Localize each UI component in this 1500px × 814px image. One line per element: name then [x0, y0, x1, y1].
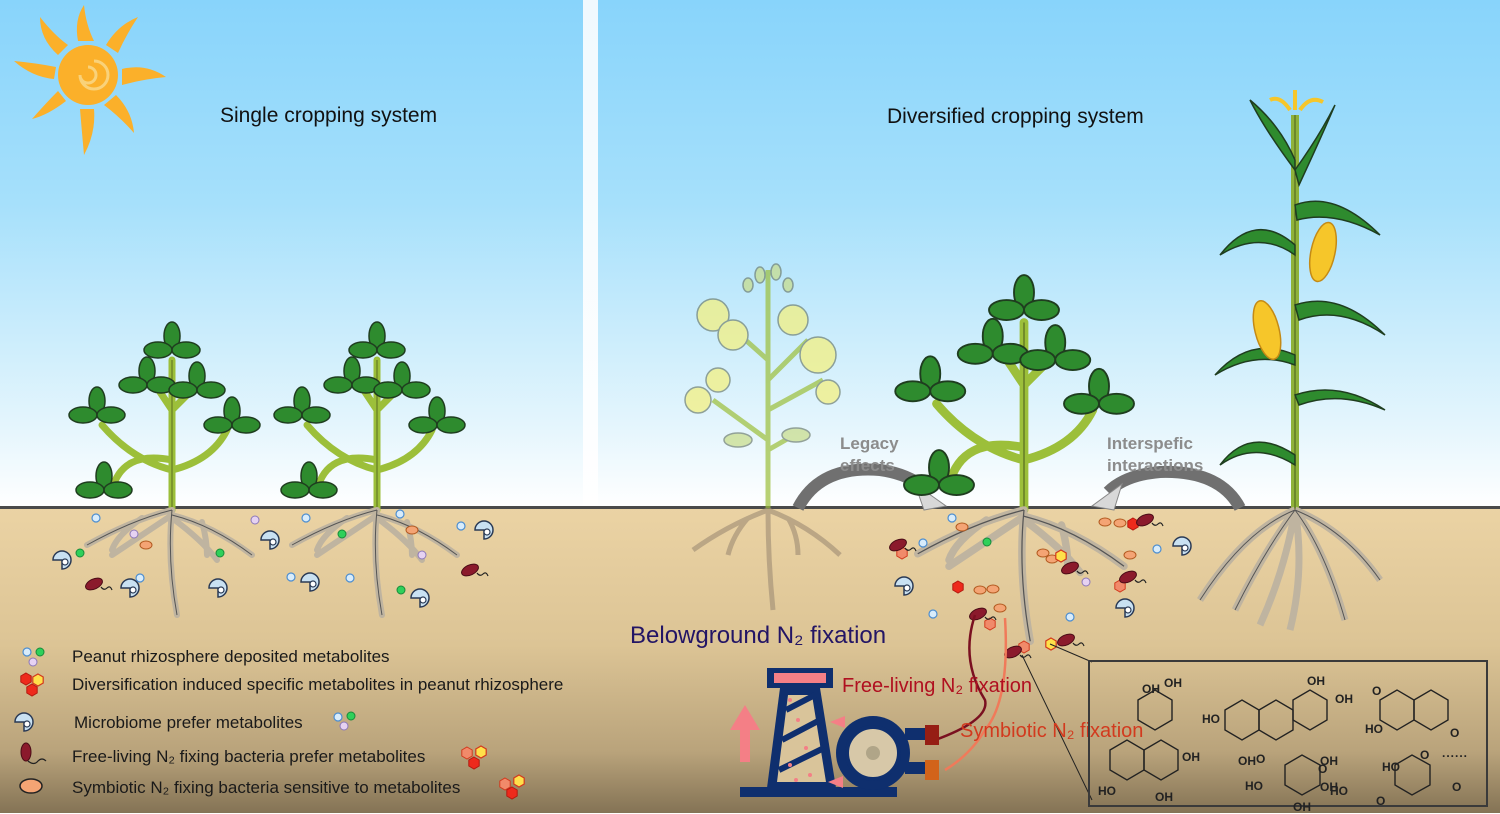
chem-label: OH: [1335, 692, 1353, 706]
free-living-bacteria-icon: [20, 742, 47, 765]
chem-label: OH: [1182, 750, 1200, 764]
sun-icon: [14, 5, 166, 155]
symbiotic-flow-arrow: [944, 617, 1008, 772]
interspecific-interactions-label: Interspefic interactions: [1107, 433, 1203, 477]
chem-label: OH: [1155, 790, 1173, 804]
chem-label: O: [1372, 684, 1382, 698]
chem-label: HO: [1382, 760, 1400, 774]
symbiotic-bacteria-icon: [19, 778, 43, 794]
legend-item-microbiome: Microbiome prefer metabolites: [74, 713, 303, 732]
interspecific-line-2: interactions: [1107, 456, 1204, 475]
chem-label: OH: [1320, 754, 1338, 768]
canola-plant: [684, 263, 842, 611]
specific-metabolites-icon: [20, 672, 44, 697]
interspecific-arrow: [1090, 465, 1246, 512]
corn-plant: [1197, 90, 1386, 631]
free-living-fixation-label: Free-living N₂ fixation: [842, 675, 1033, 697]
symbiotic-fixation-label: Symbiotic N₂ fixation: [960, 720, 1144, 742]
chem-label: HO: [1202, 712, 1220, 726]
chem-label: OH: [1164, 676, 1182, 690]
chem-label: O: [1452, 780, 1462, 794]
panel-divider: [583, 0, 598, 508]
legend-icons: [14, 647, 525, 800]
legend-item-deposited: Peanut rhizosphere deposited metabolites: [72, 647, 390, 666]
legacy-line-2: effects: [840, 456, 895, 475]
soil-items-single: [52, 509, 494, 608]
chem-label: O: [1420, 748, 1430, 762]
peanut-plant-2: [274, 322, 465, 615]
free-living-pref-hexes: [461, 745, 487, 770]
microbiome-icon: [14, 712, 34, 732]
free-living-flow-arrow: [934, 614, 987, 742]
legend-item-specific: Diversification induced specific metabol…: [72, 675, 564, 694]
chem-label: HO: [1098, 784, 1116, 798]
chemical-structures: [1109, 689, 1449, 796]
chem-label: O: [1318, 762, 1328, 776]
legend-item-free-living: Free-living N₂ fixing bacteria prefer me…: [72, 747, 426, 766]
legacy-effects-label: Legacy effects: [840, 433, 899, 477]
peanut-plant-1: [69, 322, 260, 615]
legend-item-symbiotic: Symbiotic N₂ fixing bacteria sensitive t…: [72, 778, 461, 797]
chemical-structures-box: OH OH OH HO OH HO OH OH O HO OH OH HO OH…: [1088, 660, 1488, 814]
peanut-plant-diversified: [895, 275, 1134, 641]
chem-label: HO: [1245, 779, 1263, 793]
chem-label: O: [1256, 752, 1266, 766]
chem-ellipsis: ......: [1442, 746, 1469, 760]
chem-label: OH: [1293, 800, 1311, 814]
chem-label: OH: [1307, 674, 1325, 688]
interspecific-line-1: Interspefic: [1107, 434, 1193, 453]
legacy-line-1: Legacy: [840, 434, 899, 453]
symbiotic-pref-hexes: [499, 774, 525, 800]
deposited-metabolites-icon: [22, 647, 45, 667]
single-cropping-title: Single cropping system: [220, 104, 438, 127]
chem-label: OH: [1238, 754, 1256, 768]
chem-label: HO: [1365, 722, 1383, 736]
chem-label: O: [1450, 726, 1460, 740]
chem-label: OH: [1320, 780, 1338, 794]
chem-label: HO: [1330, 784, 1348, 798]
belowground-fixation-title: Belowground N₂ fixation: [630, 622, 887, 649]
ground-line: [0, 506, 1500, 509]
microbiome-pref-dots: [333, 711, 356, 731]
diversified-cropping-title: Diversified cropping system: [887, 105, 1144, 128]
chem-label: OH: [1142, 682, 1160, 696]
nitrogen-pump-icon: [730, 668, 939, 797]
chem-label: O: [1376, 794, 1386, 808]
